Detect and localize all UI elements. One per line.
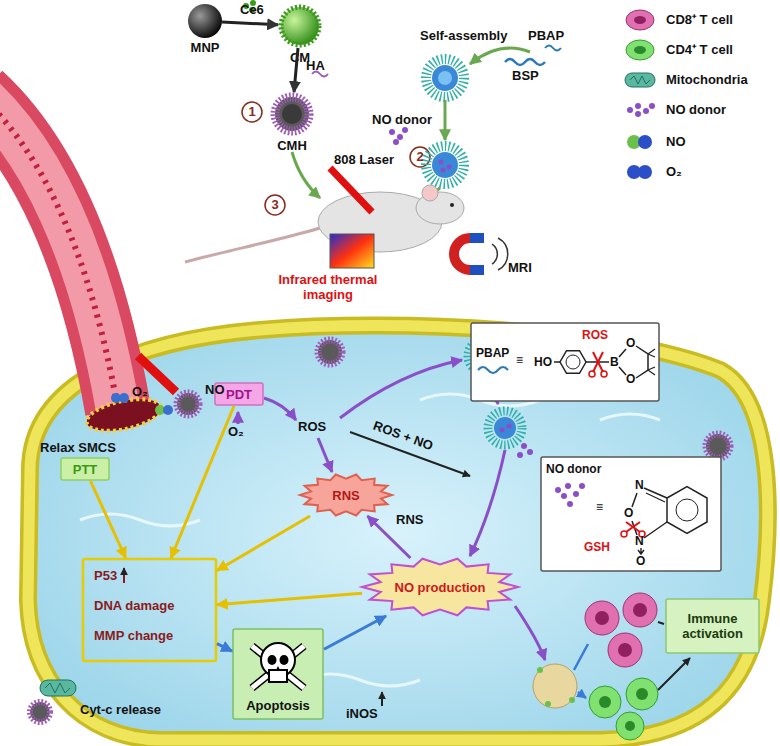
arrow-connector bbox=[294, 48, 298, 92]
node-text: MNP bbox=[191, 40, 220, 55]
legend-icons bbox=[625, 10, 655, 179]
edge-label: HA bbox=[306, 58, 325, 73]
annotation-label: Relax SMCS bbox=[40, 440, 116, 455]
edge-label: RNS bbox=[396, 512, 423, 527]
no-donor-dots bbox=[389, 127, 408, 145]
effect-box: P53DNA damageMMP change bbox=[82, 558, 217, 662]
annotation-label: Infrared thermal imaging bbox=[268, 272, 388, 302]
nanoparticle-circle-outline bbox=[278, 4, 322, 48]
legend-label: CD4⁺ T cell bbox=[666, 42, 733, 57]
nanoparticle-circle: CMH bbox=[270, 92, 314, 136]
node-text: DNA damage bbox=[94, 598, 174, 613]
arrow-connector bbox=[324, 616, 386, 649]
mouse bbox=[185, 168, 464, 268]
legend-label: CD8⁺ T cell bbox=[666, 12, 733, 27]
node-text: O bbox=[626, 336, 635, 351]
process-arrows bbox=[238, 360, 545, 660]
prep-arrows bbox=[292, 48, 530, 200]
nanoparticle-circle-outline bbox=[270, 92, 314, 136]
apoptosis-box: Apoptosis bbox=[232, 628, 324, 720]
node-text: HO bbox=[534, 355, 552, 370]
node-text: ≡ bbox=[516, 353, 523, 368]
structure-inset-outline bbox=[470, 322, 660, 402]
edge-label: Cyt-c release bbox=[80, 702, 161, 717]
callout-number: 2 bbox=[410, 149, 430, 164]
structure-inset: PBAP ≡ HO ROSBO O bbox=[470, 322, 660, 402]
node-text: O bbox=[626, 372, 635, 387]
edge-label: Ce6 bbox=[240, 2, 264, 17]
legend-label: NO bbox=[666, 134, 686, 149]
node-text: GSH bbox=[584, 540, 610, 555]
node-text: NO donor bbox=[546, 462, 601, 477]
blood-vessel bbox=[0, 95, 198, 437]
node-text: PDT bbox=[222, 387, 256, 402]
annotation-label: 808 Laser bbox=[334, 152, 394, 167]
annotation-label: O₂ bbox=[132, 384, 148, 399]
rns-starburst: RNS bbox=[300, 474, 392, 516]
magnet bbox=[454, 238, 508, 270]
arrow-connector bbox=[217, 516, 310, 571]
legend-label: Mitochondria bbox=[666, 72, 748, 87]
annotation-label: MRI bbox=[508, 260, 532, 275]
node-text: B bbox=[610, 355, 619, 370]
node-text: Immune activation bbox=[665, 611, 760, 641]
node-text: RNS bbox=[328, 488, 363, 503]
node-text: N bbox=[635, 478, 644, 493]
node-text: PTT bbox=[69, 462, 102, 477]
therapy-box: PTT bbox=[60, 457, 110, 481]
arrow-connector bbox=[171, 406, 234, 558]
node-text: O bbox=[624, 506, 633, 521]
callout-number: 3 bbox=[265, 197, 285, 212]
legend-label: NO donor bbox=[666, 102, 726, 117]
arrow-connector bbox=[217, 593, 362, 605]
node-text: O bbox=[636, 554, 645, 569]
node-text: PBAP bbox=[476, 346, 509, 361]
annotation-label: PBAP bbox=[528, 28, 564, 43]
nanoparticle-circle: MNP bbox=[188, 4, 222, 38]
node-text: NO production bbox=[391, 580, 490, 595]
legend-label: O₂ bbox=[666, 164, 682, 179]
edge-label: iNOS bbox=[346, 706, 378, 721]
node-text: MMP change bbox=[94, 628, 173, 643]
mitochondria-icon bbox=[40, 680, 76, 696]
annotation-label: Self-assembly bbox=[420, 28, 507, 43]
annotation-label: ROS bbox=[298, 419, 326, 434]
inos-up-arrow bbox=[382, 692, 383, 706]
annotation-label: NO donor bbox=[372, 112, 432, 127]
annotation-label: O₂ bbox=[228, 424, 244, 439]
node-text: N bbox=[635, 534, 644, 549]
arrow-connector bbox=[91, 481, 126, 558]
nanoparticle-circle-outline bbox=[188, 4, 222, 38]
nanoparticle-circle: CM bbox=[278, 4, 322, 48]
node-text: ROS bbox=[582, 328, 608, 343]
node-text: Apoptosis bbox=[246, 698, 310, 713]
callout-number: 1 bbox=[242, 104, 262, 119]
annotation-label: NO bbox=[205, 382, 225, 397]
annotation-label: BSP bbox=[512, 68, 539, 83]
structure-inset: NO donor≡NONGSHO bbox=[540, 456, 722, 572]
no-production-starburst: NO production bbox=[362, 558, 518, 616]
node-text: P53 bbox=[94, 568, 117, 583]
node-text: ≡ bbox=[596, 500, 603, 515]
arrow-connector bbox=[222, 22, 278, 25]
immune-box: Immune activation bbox=[665, 598, 760, 654]
p53-up-arrow bbox=[124, 568, 125, 583]
micelle bbox=[426, 59, 464, 97]
arrow-connector bbox=[217, 644, 232, 652]
no-loaded-micelle bbox=[426, 146, 464, 184]
node-text: CMH bbox=[277, 138, 307, 153]
